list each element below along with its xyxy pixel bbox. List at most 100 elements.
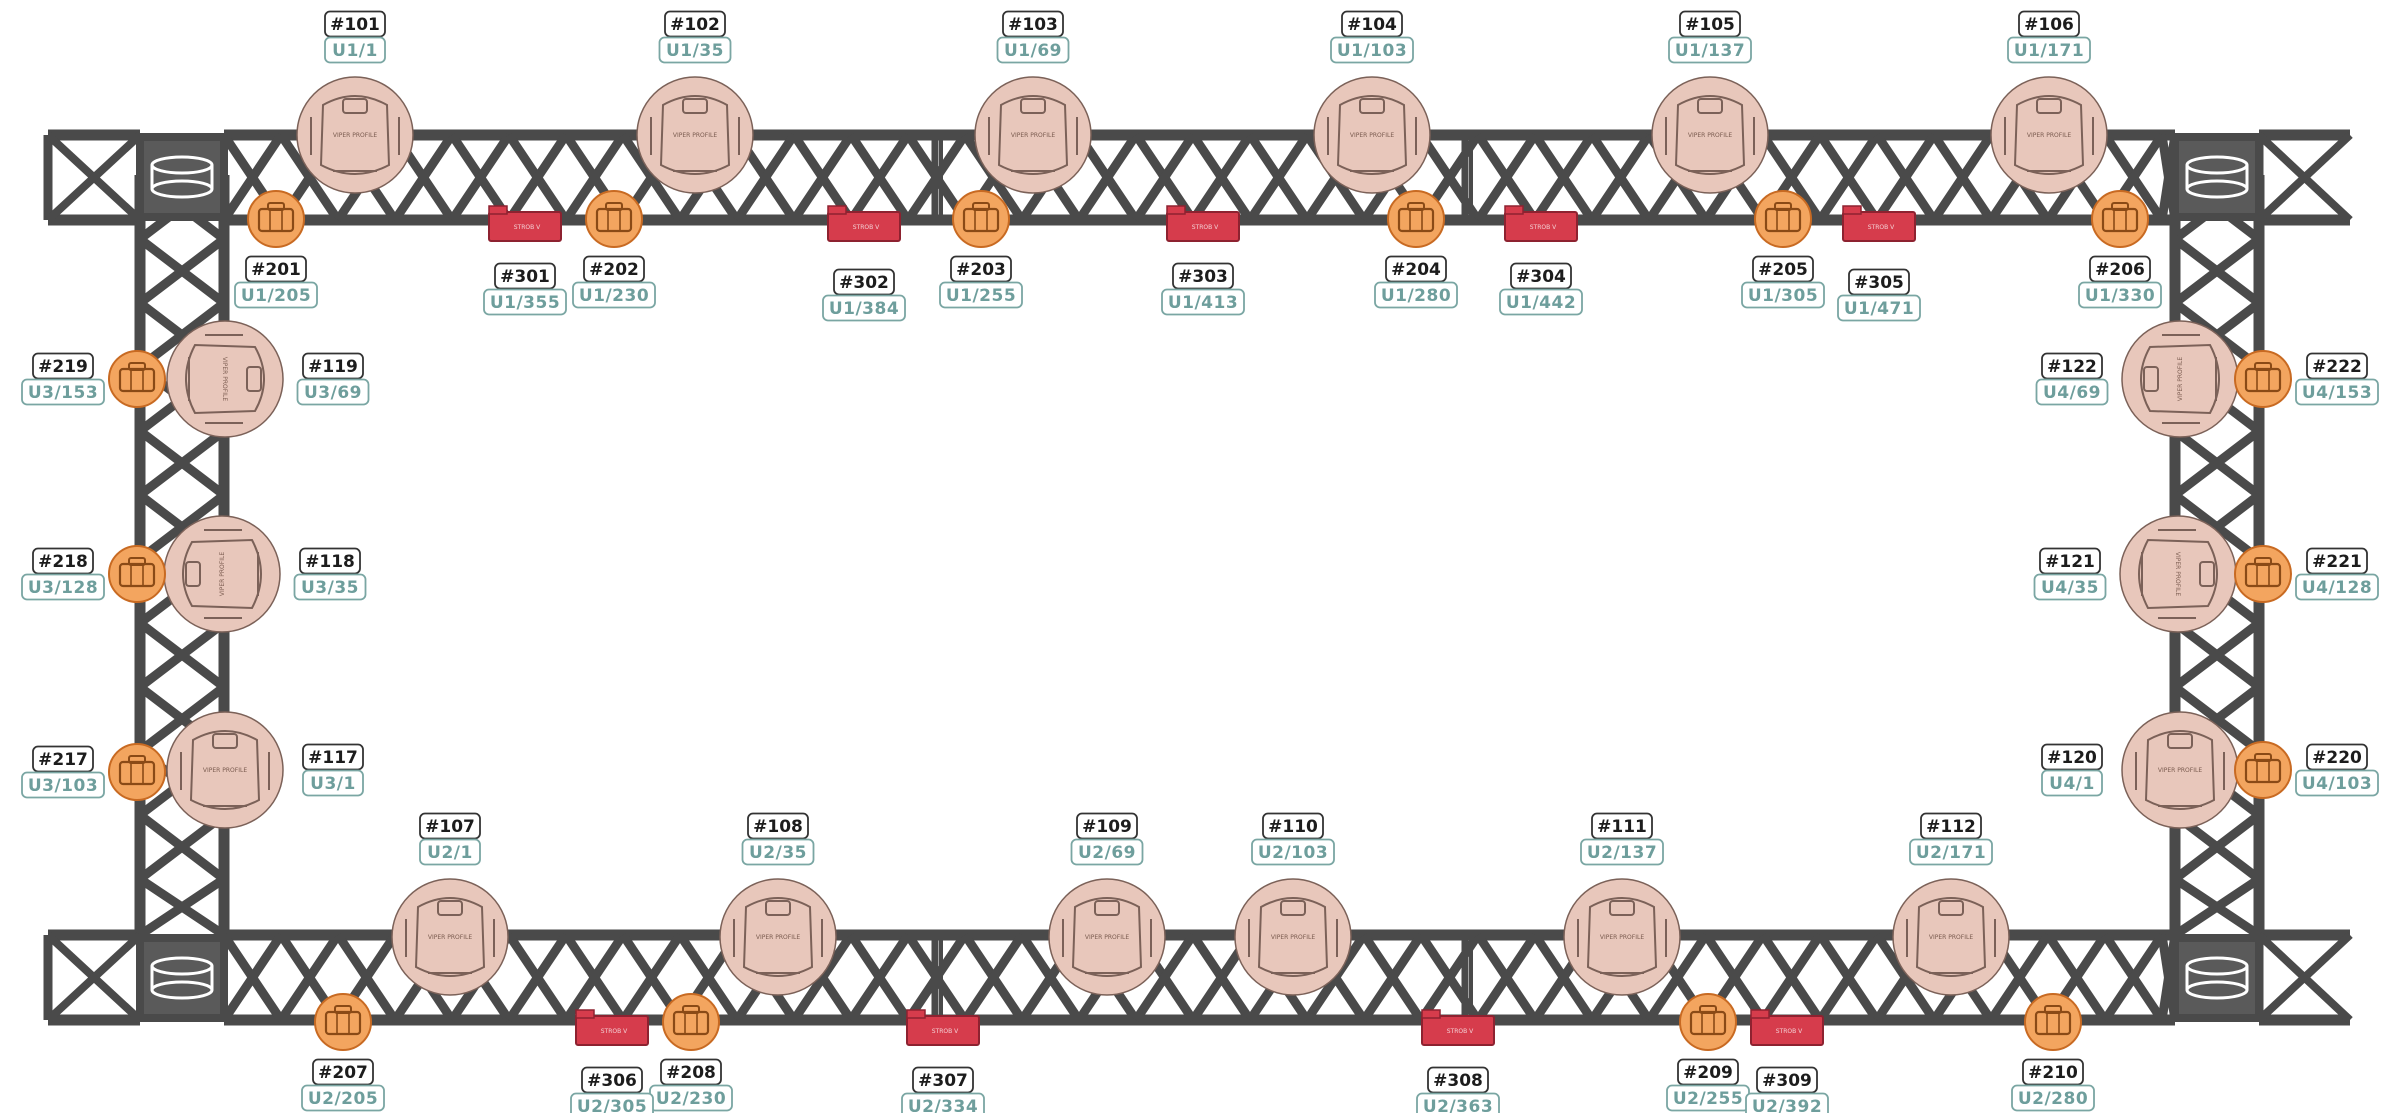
profile-fixture-108[interactable]: VIPER PROFILE (719, 878, 837, 996)
fixture-id-label: #202 (589, 260, 639, 280)
wash-fixture-210[interactable] (2024, 993, 2082, 1051)
profile-fixture-120[interactable]: VIPER PROFILE (2121, 711, 2239, 829)
wash-fixture-222[interactable] (2234, 350, 2292, 408)
wash-fixture-221[interactable] (2234, 545, 2292, 603)
wash-fixture-202[interactable] (585, 190, 643, 248)
profile-fixture-103[interactable]: VIPER PROFILE (974, 76, 1092, 194)
fixture-id-label: #102 (670, 15, 720, 35)
fixture-id-label: #122 (2047, 357, 2097, 377)
profile-fixture-101[interactable]: VIPER PROFILE (296, 76, 414, 194)
wash-fixture-208[interactable] (662, 993, 720, 1051)
fixture-address-label: U1/69 (1004, 41, 1062, 61)
profile-fixture-119[interactable]: VIPER PROFILE (166, 320, 284, 438)
strobe-fixture-303[interactable]: STROB V (1166, 205, 1240, 242)
fixture-id-label: #210 (2028, 1063, 2078, 1083)
fixture-id-label: #307 (918, 1071, 968, 1091)
wash-fixture-218[interactable] (108, 545, 166, 603)
fixture-model-label: VIPER PROFILE (333, 132, 377, 139)
strobe-fixture-302[interactable]: STROB V (827, 205, 901, 242)
fixture-model-label: VIPER PROFILE (203, 767, 247, 774)
strobe-fixture-301[interactable]: STROB V (488, 205, 562, 242)
fixture-address-label: U2/392 (1752, 1097, 1822, 1113)
fixture-id-label: #221 (2312, 552, 2362, 572)
profile-fixture-118[interactable]: VIPER PROFILE (163, 515, 281, 633)
profile-fixture-104[interactable]: VIPER PROFILE (1313, 76, 1431, 194)
wash-fixture-207[interactable] (314, 993, 372, 1051)
fixture-model-label: STROB V (932, 1028, 959, 1035)
strobe-fixture-307[interactable]: STROB V (906, 1009, 980, 1046)
profile-fixture-109[interactable]: VIPER PROFILE (1048, 878, 1166, 996)
wash-fixture-206[interactable] (2091, 190, 2149, 248)
wash-fixture-201[interactable] (247, 190, 305, 248)
profile-fixture-111[interactable]: VIPER PROFILE (1563, 878, 1681, 996)
wash-fixture-219[interactable] (108, 350, 166, 408)
fixture-id-label: #220 (2312, 748, 2362, 768)
fixture-id-label: #303 (1178, 267, 1228, 287)
wash-fixture-220[interactable] (2234, 741, 2292, 799)
fixture-address-label: U3/128 (28, 578, 98, 598)
fixture-id-label: #306 (587, 1071, 637, 1091)
wash-fixture-205[interactable] (1754, 190, 1812, 248)
strobe-fixture-308[interactable]: STROB V (1421, 1009, 1495, 1046)
fixture-address-label: U2/334 (908, 1097, 978, 1113)
fixture-id-label: #120 (2047, 748, 2097, 768)
wash-fixture-209[interactable] (1679, 993, 1737, 1051)
fixture-model-label: STROB V (1868, 224, 1895, 231)
wash-fixture-217[interactable] (108, 743, 166, 801)
strobe-fixture-305[interactable]: STROB V (1842, 205, 1916, 242)
fixture-address-label: U1/413 (1168, 293, 1238, 313)
truss-corner-bottom-right (2171, 934, 2263, 1022)
fixture-id-label: #305 (1854, 273, 1904, 293)
fixture-id-label: #218 (38, 552, 88, 572)
profile-fixture-106[interactable]: VIPER PROFILE (1990, 76, 2108, 194)
fixture-address-label: U2/171 (1916, 843, 1986, 863)
wash-fixture-204[interactable] (1387, 190, 1445, 248)
profile-fixture-107[interactable]: VIPER PROFILE (391, 878, 509, 996)
fixture-model-label: VIPER PROFILE (2177, 357, 2184, 401)
profile-fixture-112[interactable]: VIPER PROFILE (1892, 878, 2010, 996)
profile-fixture-122[interactable]: VIPER PROFILE (2121, 320, 2239, 438)
fixture-model-label: STROB V (1192, 224, 1219, 231)
fixture-id-label: #203 (956, 260, 1006, 280)
fixture-address-label: U1/205 (241, 286, 311, 306)
fixture-model-label: VIPER PROFILE (2158, 767, 2202, 774)
profile-fixture-105[interactable]: VIPER PROFILE (1651, 76, 1769, 194)
labels-layer: #101U1/1#102U1/35#103U1/69#104U1/103#105… (21, 10, 2379, 1113)
fixture-address-label: U3/153 (28, 383, 98, 403)
profile-fixture-121[interactable]: VIPER PROFILE (2119, 515, 2237, 633)
profile-fixture-110[interactable]: VIPER PROFILE (1234, 878, 1352, 996)
fixture-model-label: VIPER PROFILE (1271, 934, 1315, 941)
fixture-id-label: #309 (1762, 1071, 1812, 1091)
profile-fixture-102[interactable]: VIPER PROFILE (636, 76, 754, 194)
fixture-model-label: STROB V (1530, 224, 1557, 231)
fixture-id-label: #108 (753, 817, 803, 837)
fixture-address-label: U1/35 (666, 41, 724, 61)
truss-bottom-horizontal (220, 929, 2180, 1026)
wash-fixture-203[interactable] (952, 190, 1010, 248)
strobe-fixture-304[interactable]: STROB V (1504, 205, 1578, 242)
fixture-id-label: #119 (308, 357, 358, 377)
profile-fixture-117[interactable]: VIPER PROFILE (166, 711, 284, 829)
strobe-fixture-309[interactable]: STROB V (1750, 1009, 1824, 1046)
fixture-id-label: #217 (38, 750, 88, 770)
fixture-address-label: U1/255 (946, 286, 1016, 306)
fixture-address-label: U1/230 (579, 286, 649, 306)
fixture-id-label: #304 (1516, 267, 1566, 287)
fixture-id-label: #308 (1433, 1071, 1483, 1091)
strobe-fixture-306[interactable]: STROB V (575, 1009, 649, 1046)
fixture-address-label: U1/355 (490, 293, 560, 313)
